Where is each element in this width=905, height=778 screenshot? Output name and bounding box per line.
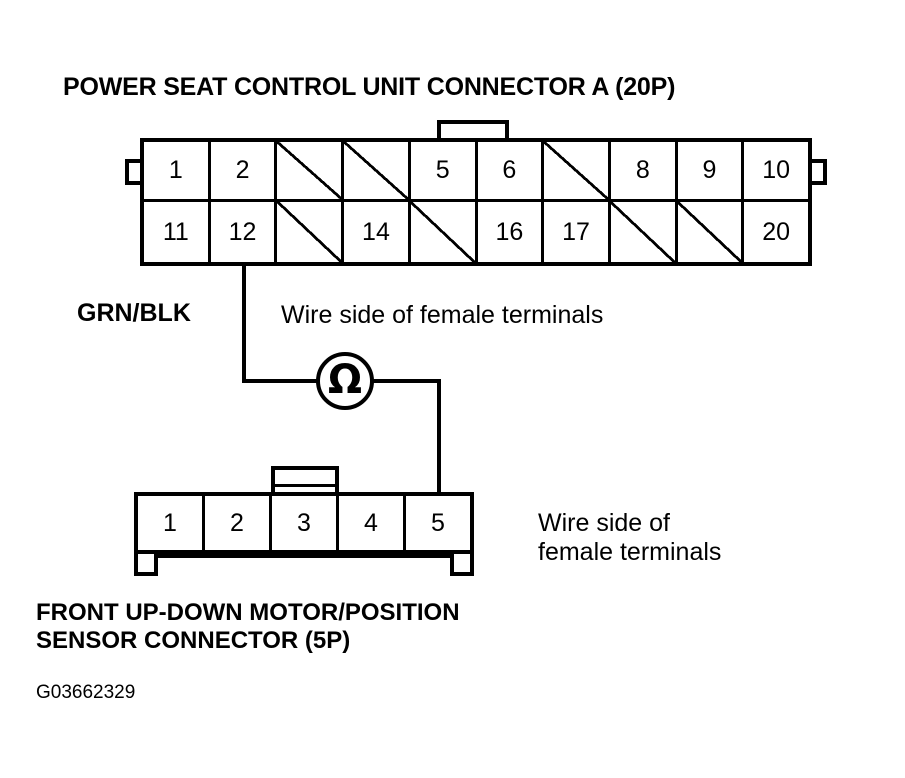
pin-cell-12: 12 (211, 202, 278, 262)
pin-label-1: 1 (168, 156, 183, 184)
pin-label-5p-1: 1 (163, 508, 177, 537)
pin-cell-13-empty (277, 202, 345, 262)
wire-segment-pin12-vertical (242, 264, 246, 381)
pin-label-2: 2 (235, 156, 250, 184)
connector-5p-note-line2: female terminals (538, 538, 722, 566)
pin-label-9: 9 (702, 156, 717, 184)
pin-cell-1: 1 (144, 142, 211, 199)
pin-cell-18-empty (610, 202, 678, 262)
connector-5p-left-flange (134, 554, 158, 576)
wire-segment-to-pin5-vertical (437, 379, 441, 496)
connector-5p-right-flange (450, 554, 474, 576)
pin-label-5p-4: 4 (364, 508, 378, 537)
wire-segment-ohmmeter-right-lead (372, 379, 441, 383)
connector-5p-caption-line2: SENSOR CONNECTOR (5P) (36, 627, 351, 654)
connector-20p-body: 1 2 5 6 8 9 10 11 12 14 16 17 20 (140, 138, 812, 266)
pin-cell-8: 8 (611, 142, 678, 199)
pin-label-10: 10 (762, 156, 791, 184)
connector-20p-top-locking-tab (437, 120, 509, 141)
pin-cell-9: 9 (678, 142, 745, 199)
pin-cell-4-empty (344, 142, 411, 199)
pin-label-20: 20 (762, 217, 791, 246)
pin-cell-5p-2: 2 (205, 496, 272, 550)
pin-label-11: 11 (162, 217, 189, 246)
pin-cell-5p-3: 3 (272, 496, 339, 550)
pin-label-5p-3: 3 (297, 508, 311, 537)
connector-5p-caption-line1: FRONT UP-DOWN MOTOR/POSITION (36, 599, 460, 626)
pin-label-17: 17 (562, 217, 590, 246)
pin-cell-14: 14 (344, 202, 411, 262)
connector-5p-body: 1 2 3 4 5 (134, 492, 474, 554)
pin-cell-5: 5 (411, 142, 478, 199)
omega-icon: Ω (327, 357, 362, 403)
pin-cell-7-empty (544, 142, 611, 199)
pin-label-5: 5 (435, 156, 450, 184)
pin-label-16: 16 (495, 217, 524, 246)
pin-cell-11: 11 (144, 202, 211, 262)
connector-5p-top-tab-divider (271, 484, 339, 487)
figure-code: G03662329 (36, 682, 136, 703)
connector-20p-left-latch-tab (125, 159, 144, 185)
connector-20p-bottom-row: 11 12 14 16 17 20 (144, 202, 808, 262)
pin-label-14: 14 (362, 217, 390, 246)
ohmmeter-symbol: Ω (316, 352, 374, 410)
connector-20p-top-row: 1 2 5 6 8 9 10 (144, 142, 808, 202)
pin-label-8: 8 (635, 156, 650, 184)
pin-cell-10: 10 (744, 142, 808, 199)
pin-cell-20: 20 (744, 202, 808, 262)
connector-20p-note: Wire side of female terminals (281, 301, 604, 329)
pin-cell-6: 6 (478, 142, 545, 199)
pin-cell-5p-1: 1 (138, 496, 205, 550)
pin-label-5p-2: 2 (230, 508, 244, 537)
pin-cell-17: 17 (544, 202, 611, 262)
pin-cell-5p-5: 5 (406, 496, 470, 550)
diagram-title: POWER SEAT CONTROL UNIT CONNECTOR A (20P… (63, 73, 676, 101)
pin-label-5p-5: 5 (431, 508, 445, 537)
pin-cell-19-empty (677, 202, 745, 262)
pin-label-12: 12 (228, 217, 257, 246)
pin-cell-2: 2 (211, 142, 278, 199)
pin-cell-3-empty (277, 142, 345, 199)
wire-segment-to-ohmmeter-left-lead (242, 379, 320, 383)
connector-20p-right-latch-tab (808, 159, 827, 185)
pin-label-6: 6 (502, 156, 517, 184)
connector-5p-bottom-bar (154, 554, 454, 558)
pin-cell-16: 16 (478, 202, 545, 262)
wire-color-label-grn-blk: GRN/BLK (77, 299, 191, 327)
pin-cell-15-empty (410, 202, 478, 262)
connector-5p-top-locking-tab (271, 466, 339, 493)
pin-cell-5p-4: 4 (339, 496, 406, 550)
connector-5p-note-line1: Wire side of (538, 509, 670, 537)
